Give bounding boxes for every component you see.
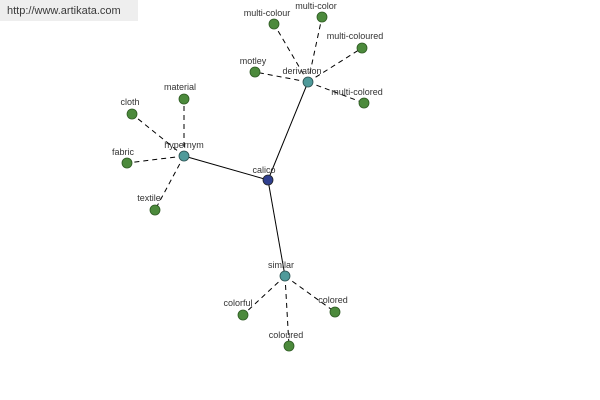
node-label-multi-coloured: multi-coloured — [327, 31, 384, 41]
edge-hypernym-cloth — [131, 113, 185, 157]
node-label-coloured: coloured — [269, 330, 304, 340]
node-textile[interactable] — [149, 204, 161, 216]
edge-derivation-multi-colored — [307, 81, 365, 104]
node-label-fabric: fabric — [112, 147, 135, 157]
edge-similar-colorful — [242, 275, 286, 316]
node-hypernym[interactable] — [178, 150, 190, 162]
edge-derivation-multi-color — [307, 16, 323, 83]
node-material[interactable] — [178, 93, 190, 105]
edge-hypernym-textile — [154, 155, 185, 211]
node-label-multi-colour: multi-colour — [244, 8, 291, 18]
edge-calico-similar — [267, 179, 286, 277]
node-derivation[interactable] — [302, 76, 314, 88]
node-motley[interactable] — [249, 66, 261, 78]
node-similar[interactable] — [279, 270, 291, 282]
node-multi-colour[interactable] — [268, 18, 280, 30]
node-colored[interactable] — [329, 306, 341, 318]
edge-similar-coloured — [284, 275, 290, 347]
node-cloth[interactable] — [126, 108, 138, 120]
node-label-similar: similar — [268, 260, 294, 270]
node-label-textile: textile — [137, 193, 161, 203]
node-label-derivation: derivation — [282, 66, 321, 76]
node-multi-colored[interactable] — [358, 97, 370, 109]
node-multi-coloured[interactable] — [356, 42, 368, 54]
node-label-multi-colored: multi-colored — [331, 87, 383, 97]
node-calico[interactable] — [262, 174, 274, 186]
node-label-multi-color: multi-color — [295, 1, 337, 11]
node-label-hypernym: hypernym — [164, 140, 204, 150]
edge-derivation-multi-coloured — [307, 47, 363, 83]
node-fabric[interactable] — [121, 157, 133, 169]
node-label-calico: calico — [252, 165, 275, 175]
node-label-cloth: cloth — [120, 97, 139, 107]
site-url[interactable]: http://www.artikata.com — [7, 5, 121, 17]
node-multi-color[interactable] — [316, 11, 328, 23]
node-label-motley: motley — [240, 56, 267, 66]
edge-hypernym-fabric — [126, 155, 185, 164]
node-coloured[interactable] — [283, 340, 295, 352]
node-label-colorful: colorful — [223, 298, 252, 308]
node-label-colored: colored — [318, 295, 348, 305]
node-colorful[interactable] — [237, 309, 249, 321]
edge-derivation-multi-colour — [273, 23, 309, 83]
edge-similar-colored — [284, 275, 336, 313]
edge-calico-derivation — [267, 81, 309, 181]
edge-calico-hypernym — [183, 155, 269, 181]
node-label-material: material — [164, 82, 196, 92]
watermark-box: http://www.artikata.com — [0, 0, 138, 21]
